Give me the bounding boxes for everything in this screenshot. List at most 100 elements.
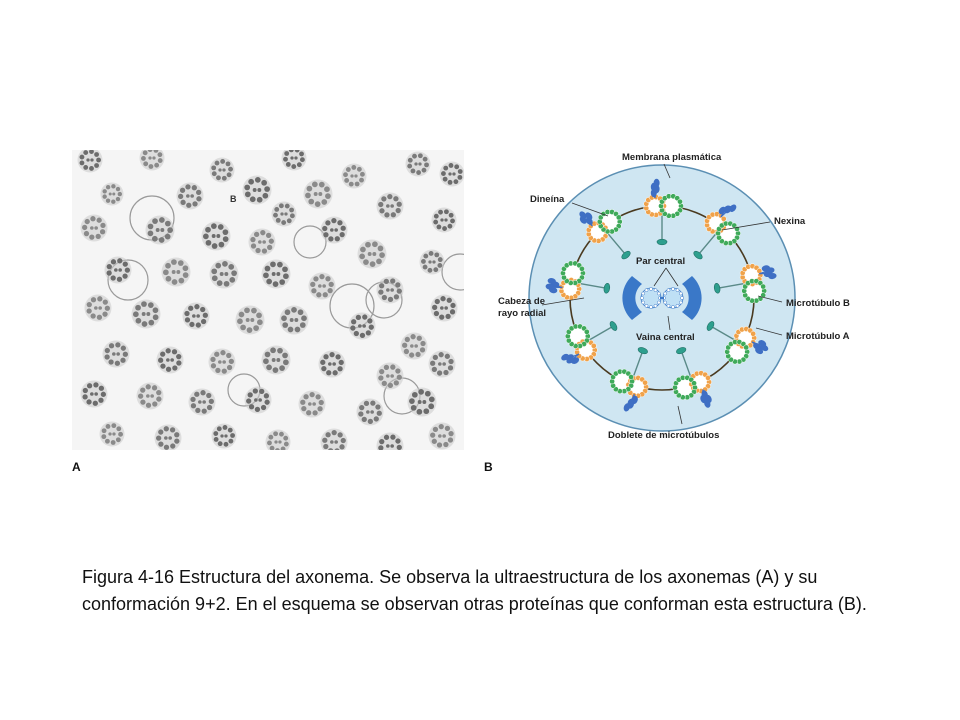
- radial-spoke-head: [637, 347, 648, 355]
- axoneme-cross-section: [188, 388, 216, 416]
- axoneme-cross-section: [261, 345, 291, 375]
- microtubule-doublet: [724, 326, 758, 365]
- radial-spoke: [579, 282, 607, 289]
- membrane-ring: [107, 259, 149, 301]
- membrane-ring: [293, 225, 327, 259]
- axoneme-cross-section: [104, 256, 132, 284]
- radial-spoke-head: [603, 283, 611, 294]
- axoneme-cross-section: [209, 157, 235, 183]
- axoneme-cross-section: [419, 249, 445, 275]
- axoneme-cross-section: [428, 350, 456, 378]
- axoneme-cross-section: [208, 348, 236, 376]
- axoneme-cross-section: [182, 302, 210, 330]
- radial-spoke-head: [693, 250, 703, 260]
- axoneme-cross-section: [136, 382, 164, 410]
- radial-spokes: [579, 214, 745, 378]
- axoneme-cross-section: [156, 346, 184, 374]
- callout-microtubulo-a: Microtúbulo A: [786, 331, 850, 342]
- axoneme-cross-section: [320, 428, 348, 450]
- radial-spoke-head: [706, 321, 715, 331]
- axoneme-cross-section: [139, 150, 165, 171]
- radial-spoke: [710, 325, 736, 341]
- inset-label-b: B: [230, 194, 237, 204]
- axoneme-cross-section: [348, 312, 376, 340]
- axoneme-cross-section: [244, 386, 272, 414]
- radial-spoke-head: [656, 238, 668, 246]
- axoneme-cross-section: [318, 350, 346, 378]
- callout-par-central: Par central: [636, 256, 685, 267]
- dynein-arm: [545, 278, 563, 290]
- microtubule-doublet: [739, 263, 768, 304]
- radial-spoke-head: [713, 283, 721, 294]
- axoneme-cross-section: [376, 192, 404, 220]
- leader-vaina: [667, 315, 671, 331]
- axoneme-cross-section: [265, 429, 291, 450]
- axoneme-cross-section: [376, 432, 404, 450]
- axoneme-cross-section: [376, 276, 404, 304]
- axoneme-cross-section: [235, 305, 265, 335]
- dynein-arm: [579, 211, 593, 227]
- axoneme-cross-section: [176, 182, 204, 210]
- axoneme-cross-section: [400, 332, 428, 360]
- axoneme-cross-section: [131, 299, 161, 329]
- axoneme-cross-section: [100, 182, 124, 206]
- central-microtubule: [662, 287, 684, 309]
- axoneme-micrograph: B: [72, 150, 464, 450]
- callout-nexina: Nexina: [774, 216, 806, 227]
- axoneme-cross-section: [357, 239, 387, 269]
- axoneme-cross-section: [376, 362, 404, 390]
- callout-membrana: Membrana plasmática: [622, 152, 722, 163]
- axoneme-cross-section: [428, 422, 456, 450]
- axoneme-cross-section: [211, 423, 237, 449]
- axoneme-cross-section: [201, 221, 231, 251]
- leader-cabeza: [541, 297, 585, 306]
- radial-spoke: [680, 350, 692, 378]
- axoneme-cross-section: [320, 216, 348, 244]
- axoneme-cross-section: [356, 398, 384, 426]
- radial-spoke: [697, 233, 717, 256]
- dynein-arm: [759, 267, 777, 280]
- figure-caption: Figura 4-16 Estructura del axonema. Se o…: [82, 567, 867, 614]
- axoneme-cross-section: [77, 150, 103, 173]
- callout-microtubulo-b: Microtúbulo B: [786, 298, 850, 309]
- central-sheath-left: [622, 276, 642, 320]
- axoneme-cross-section: [431, 207, 457, 233]
- microtubule-doublets: [558, 193, 768, 401]
- dynein-arm: [720, 204, 737, 218]
- radial-spoke-head: [621, 250, 631, 260]
- radial-spoke: [632, 350, 644, 378]
- axoneme-cross-section: [209, 259, 239, 289]
- axoneme-cross-section: [281, 150, 307, 171]
- axoneme-cross-section: [303, 179, 333, 209]
- callout-dineina: Dineína: [530, 194, 565, 205]
- schematic-panel-b: Membrana plasmática Dineína Nexina Par c…: [480, 140, 880, 460]
- axoneme-cross-section: [145, 215, 175, 245]
- leader-par-central-2: [665, 267, 679, 287]
- callout-doblete: Doblete de microtúbulos: [608, 430, 719, 441]
- dynein-arm: [700, 389, 711, 408]
- dynein-arms: [545, 178, 777, 412]
- axoneme-cross-section: [161, 257, 191, 287]
- panel-label-b: B: [484, 460, 493, 474]
- axoneme-cross-section: [99, 421, 125, 447]
- leader-nexina: [721, 221, 771, 231]
- dynein-arm: [561, 353, 580, 364]
- axoneme-cross-section: [298, 390, 326, 418]
- axoneme-cross-section: [341, 163, 367, 189]
- callout-cabeza-2: rayo radial: [498, 308, 546, 319]
- microtubule-doublet: [585, 209, 623, 244]
- axoneme-cross-section: [154, 424, 182, 450]
- microtubule-doublet: [643, 193, 684, 219]
- micrograph-panel-a: B: [72, 150, 464, 450]
- microtubule-doublet: [609, 368, 649, 399]
- axoneme-cross-section: [80, 214, 108, 242]
- leader-dineina: [571, 202, 609, 217]
- axoneme-cross-section: [405, 151, 431, 177]
- axoneme-cross-section: [261, 259, 291, 289]
- radial-spoke-head: [676, 347, 687, 355]
- leader-doblete: [677, 405, 683, 425]
- axoneme-schematic: Membrana plasmática Dineína Nexina Par c…: [498, 152, 850, 441]
- axoneme-cross-section: [242, 175, 272, 205]
- microtubule-doublet: [564, 323, 598, 362]
- dynein-arm: [623, 394, 635, 412]
